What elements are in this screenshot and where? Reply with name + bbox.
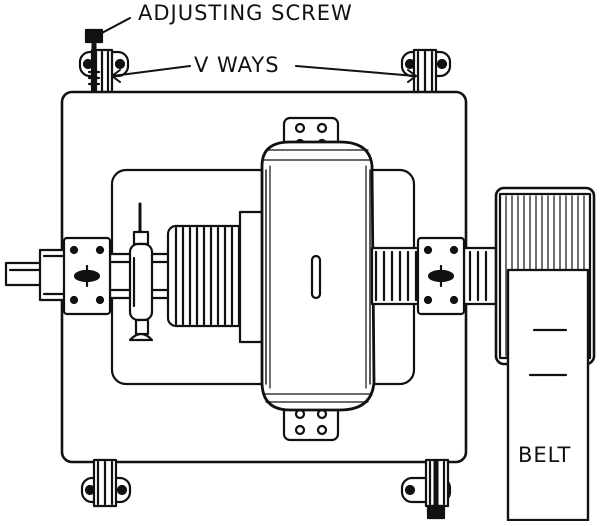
adjusting-screw	[84, 28, 104, 95]
v-way-bottom-right	[400, 458, 452, 508]
shaft-right	[370, 246, 498, 306]
label-v-ways: V WAYS	[194, 53, 280, 77]
label-adjusting-screw: ADJUSTING SCREW	[138, 1, 353, 25]
belt	[506, 268, 590, 523]
brush-holder	[128, 202, 154, 342]
v-way-top-left	[78, 48, 130, 96]
leader-lines	[99, 17, 417, 83]
label-belt: BELT	[518, 443, 571, 467]
adjusting-screw-bottom	[426, 459, 446, 520]
bearing-left	[62, 236, 112, 316]
motor-housing	[260, 116, 376, 442]
bearing-right	[416, 236, 466, 316]
v-way-bottom-left	[80, 458, 132, 508]
commutator	[166, 210, 270, 344]
